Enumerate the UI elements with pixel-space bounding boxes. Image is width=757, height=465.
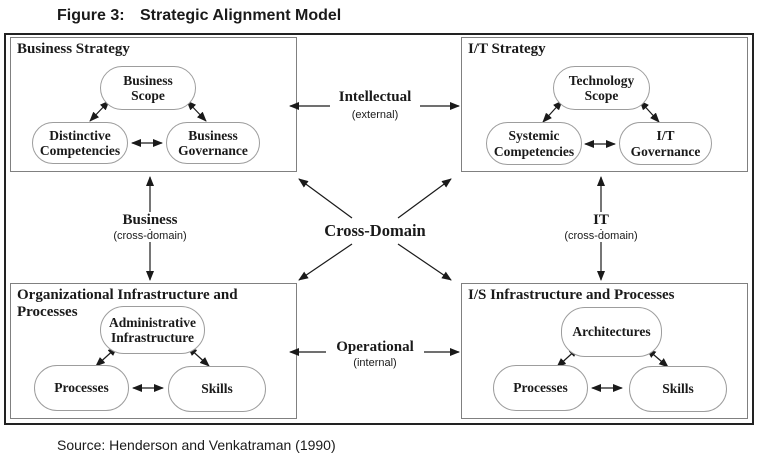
figure-title: Strategic Alignment Model [140, 7, 342, 24]
node-skills-organizational: Skills [168, 366, 266, 412]
label-internal: (internal) [350, 357, 400, 369]
node-business-governance: Business Governance [166, 122, 260, 164]
label-business-crossdomain: Business [119, 212, 181, 229]
label-cross-domain: Cross-Domain [321, 221, 429, 241]
label-it-crossdomain-sub: (cross-domain) [561, 230, 641, 242]
node-business-scope: Business Scope [100, 66, 196, 110]
node-it-governance: I/T Governance [619, 122, 712, 165]
label-intellectual: Intellectual [335, 89, 415, 106]
node-administrative-infrastructure: Administrative Infrastructure [100, 306, 205, 354]
node-technology-scope: Technology Scope [553, 66, 650, 110]
node-distinctive-competencies: Distinctive Competencies [32, 122, 128, 164]
node-architectures: Architectures [561, 307, 662, 357]
node-systemic-competencies: Systemic Competencies [486, 122, 582, 165]
diagram-frame [4, 33, 754, 425]
node-skills-is: Skills [629, 366, 727, 412]
label-it-crossdomain: IT [590, 212, 612, 229]
source-citation: Source: Henderson and Venkatraman (1990) [57, 437, 336, 453]
label-business-crossdomain-sub: (cross-domain) [110, 230, 190, 242]
quadrant-title: Organizational Infrastructure and Proces… [17, 287, 238, 320]
node-processes-organizational: Processes [34, 365, 129, 411]
quadrant-title: I/S Infrastructure and Processes [468, 287, 675, 303]
quadrant-title: I/T Strategy [468, 41, 546, 57]
label-operational: Operational [333, 339, 417, 356]
figure-number: Figure 3: [57, 7, 125, 24]
quadrant-title: Business Strategy [17, 41, 130, 57]
label-external: (external) [348, 109, 402, 121]
node-processes-is: Processes [493, 365, 588, 411]
